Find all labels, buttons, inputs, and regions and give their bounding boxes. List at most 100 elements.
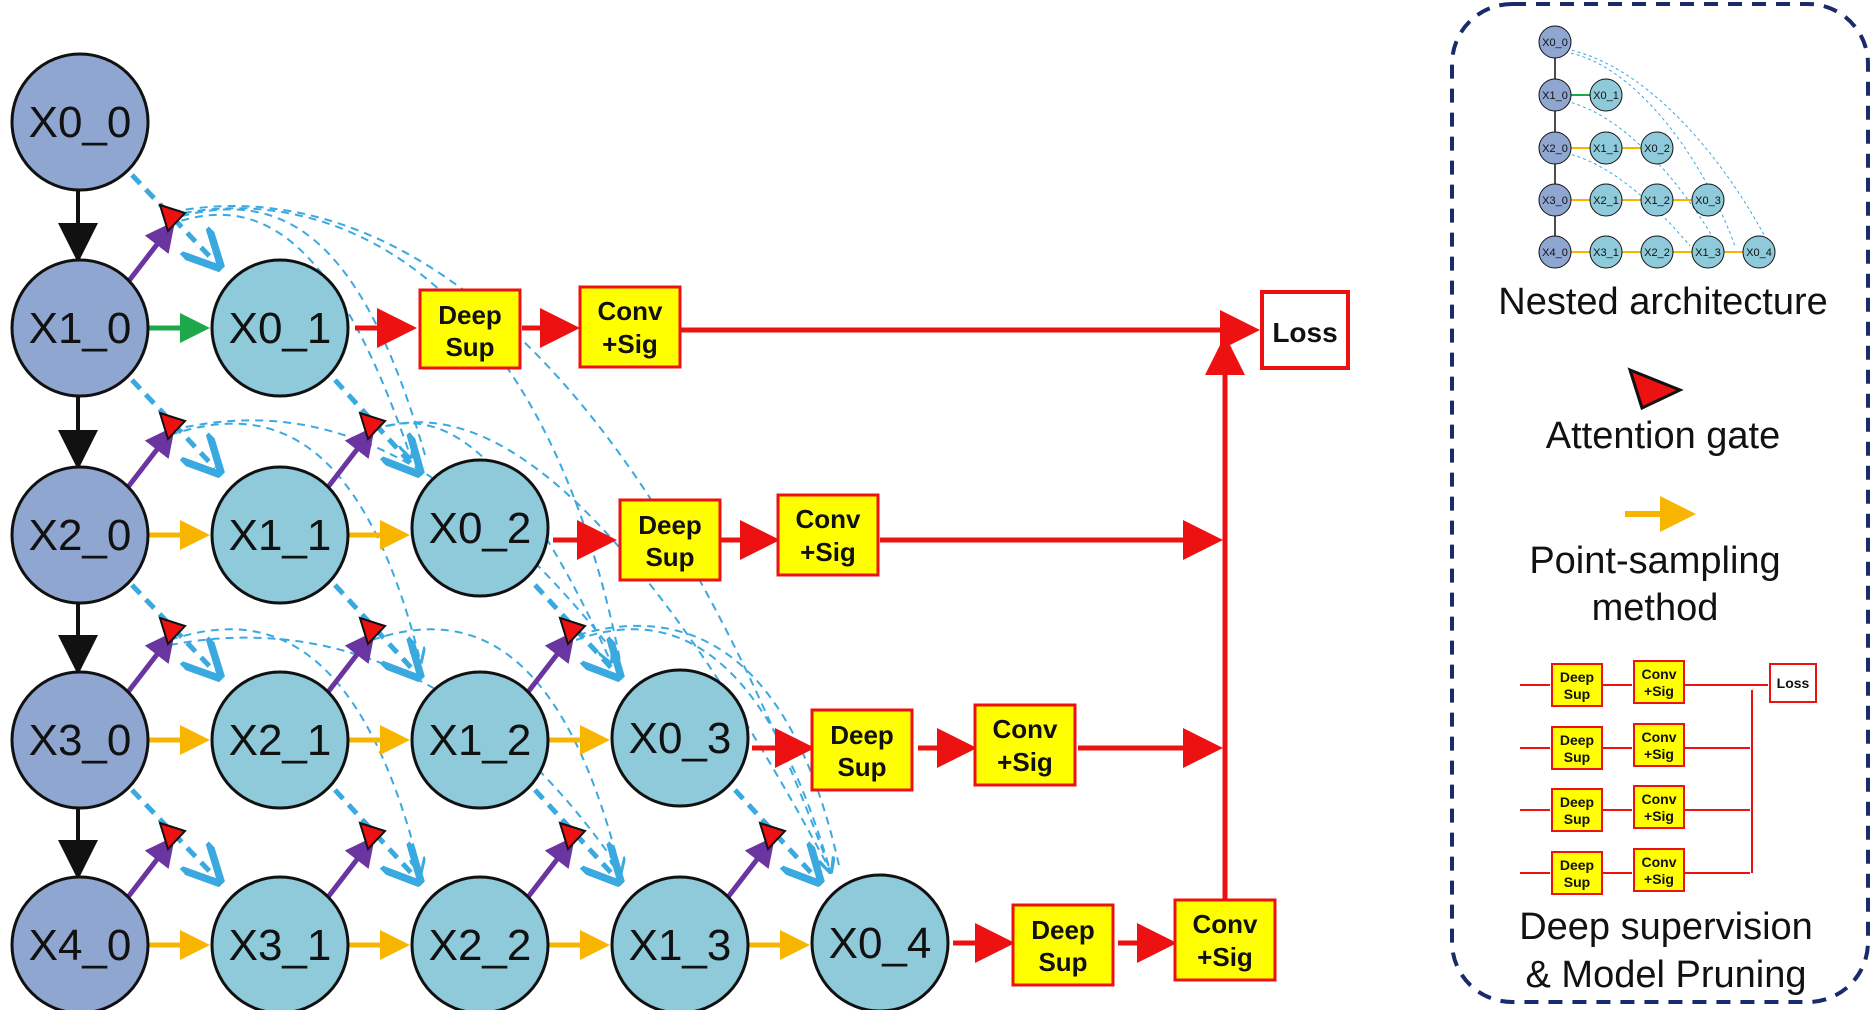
node-labels: X0_0 X1_0 X2_0 X3_0 X4_0 X0_1 X1_1 X2_1 … xyxy=(29,98,932,970)
node-label: X1_0 xyxy=(29,304,132,353)
attention-gate-icon xyxy=(558,821,587,851)
conv-sig-blocks: Conv +Sig Conv +Sig Conv +Sig Conv +Sig xyxy=(578,285,1277,982)
node-x0-3 xyxy=(610,668,750,808)
attention-gate-icon xyxy=(158,821,187,851)
attention-gate-icon xyxy=(558,616,587,646)
legend-panel: X0_0 X1_0 X2_0 X3_0 X4_0 X0_1 X1_1 X2_1 … xyxy=(1450,2,1870,1004)
encoder-nodes xyxy=(10,52,150,1010)
attention-gate-icon xyxy=(158,616,187,646)
attention-gate-icon xyxy=(358,821,387,851)
svg-text:X2_2: X2_2 xyxy=(1644,247,1670,259)
node-x0-0 xyxy=(10,52,150,192)
deep-supervision-arrows xyxy=(355,308,1260,963)
node-label: X2_1 xyxy=(229,716,332,765)
svg-text:X1_1: X1_1 xyxy=(1593,143,1619,155)
legend-mini-deep-supervision xyxy=(1520,684,1768,874)
node-x2-1 xyxy=(210,670,350,810)
attention-gate-legend-icon xyxy=(1627,367,1684,411)
svg-text:X2_0: X2_0 xyxy=(1542,143,1568,155)
svg-text:+Sig: +Sig xyxy=(602,329,658,359)
attention-gate-icon xyxy=(358,411,387,441)
svg-text:Deep: Deep xyxy=(1560,732,1594,748)
svg-text:X0_4: X0_4 xyxy=(1746,247,1772,259)
deep-sup-blocks: Deep Sup Deep Sup Deep Sup Deep Sup xyxy=(418,288,1115,987)
node-label: X0_4 xyxy=(829,919,932,968)
legend-attention-label: Attention gate xyxy=(1546,415,1781,457)
node-x4-0 xyxy=(10,875,150,1010)
svg-text:Conv: Conv xyxy=(796,504,862,534)
node-label: X4_0 xyxy=(29,921,132,970)
svg-text:Sup: Sup xyxy=(445,332,494,362)
node-x1-3 xyxy=(610,875,750,1010)
node-label: X2_0 xyxy=(29,511,132,560)
legend-point-label-1: Point-sampling xyxy=(1529,540,1780,582)
node-x2-2 xyxy=(410,875,550,1010)
svg-text:Sup: Sup xyxy=(1564,811,1590,827)
svg-text:X0_2: X0_2 xyxy=(1644,143,1670,155)
svg-text:Sup: Sup xyxy=(1564,749,1590,765)
svg-text:+Sig: +Sig xyxy=(1644,808,1674,824)
conv-sig-box: Conv +Sig xyxy=(1173,898,1277,982)
attention-gates xyxy=(158,203,787,851)
conv-sig-box: Conv +Sig xyxy=(973,703,1077,787)
svg-text:Conv: Conv xyxy=(1642,854,1677,870)
svg-text:Deep: Deep xyxy=(1560,669,1594,685)
node-label: X0_2 xyxy=(429,504,532,553)
svg-text:Sup: Sup xyxy=(1564,686,1590,702)
node-label: X0_0 xyxy=(29,98,132,147)
node-label: X0_3 xyxy=(629,714,732,763)
attention-gate-icon xyxy=(758,821,787,851)
legend-mini-architecture: X0_0 X1_0 X2_0 X3_0 X4_0 X0_1 X1_1 X2_1 … xyxy=(1538,25,1776,269)
svg-text:X1_2: X1_2 xyxy=(1644,195,1670,207)
legend-mini-boxes: Deep Sup Conv +Sig Deep Sup Conv +Sig De… xyxy=(1551,660,1817,895)
conv-sig-box: Conv +Sig xyxy=(578,285,682,369)
deep-sup-box: Deep Sup xyxy=(1011,903,1115,987)
node-label: X3_0 xyxy=(29,716,132,765)
svg-text:Deep: Deep xyxy=(1560,857,1594,873)
attention-gate-icon xyxy=(158,203,187,233)
node-label: X2_2 xyxy=(429,921,532,970)
svg-text:+Sig: +Sig xyxy=(1644,871,1674,887)
deep-sup-box: Deep Sup xyxy=(618,498,722,582)
svg-text:Sup: Sup xyxy=(645,542,694,572)
svg-text:Conv: Conv xyxy=(598,296,664,326)
svg-text:Sup: Sup xyxy=(1038,947,1087,977)
node-label: X1_1 xyxy=(229,511,332,560)
node-x0-1 xyxy=(210,258,350,398)
svg-text:X3_1: X3_1 xyxy=(1593,247,1619,259)
deep-sup-box: Deep Sup xyxy=(418,288,522,370)
loss-block: Loss xyxy=(1260,290,1350,370)
legend-deep-label-1: Deep supervision xyxy=(1519,906,1813,948)
svg-text:X2_1: X2_1 xyxy=(1593,195,1619,207)
svg-text:Conv: Conv xyxy=(1193,909,1259,939)
legend-point-label-2: method xyxy=(1592,587,1719,629)
svg-text:X0_3: X0_3 xyxy=(1695,195,1721,207)
svg-text:Sup: Sup xyxy=(837,752,886,782)
svg-text:X0_0: X0_0 xyxy=(1542,37,1568,49)
svg-text:Deep: Deep xyxy=(1031,915,1095,945)
svg-text:+Sig: +Sig xyxy=(1197,942,1253,972)
svg-text:Sup: Sup xyxy=(1564,874,1590,890)
node-x2-0 xyxy=(10,465,150,605)
svg-text:X1_3: X1_3 xyxy=(1695,247,1721,259)
legend-nested-label: Nested architecture xyxy=(1498,281,1828,323)
svg-text:Conv: Conv xyxy=(1642,791,1677,807)
svg-text:Deep: Deep xyxy=(1560,794,1594,810)
svg-text:X1_0: X1_0 xyxy=(1542,90,1568,102)
svg-text:Loss: Loss xyxy=(1272,317,1337,348)
svg-text:X3_0: X3_0 xyxy=(1542,195,1568,207)
conv-sig-box: Conv +Sig xyxy=(776,493,880,577)
svg-text:+Sig: +Sig xyxy=(1644,746,1674,762)
legend-deep-label-2: & Model Pruning xyxy=(1526,954,1807,996)
svg-text:Deep: Deep xyxy=(638,510,702,540)
svg-text:+Sig: +Sig xyxy=(1644,683,1674,699)
node-x1-1 xyxy=(210,465,350,605)
deep-sup-box: Deep Sup xyxy=(810,708,914,792)
svg-text:Conv: Conv xyxy=(1642,729,1677,745)
node-x1-2 xyxy=(410,670,550,810)
svg-text:Deep: Deep xyxy=(830,720,894,750)
svg-text:Conv: Conv xyxy=(1642,666,1677,682)
node-label: X1_3 xyxy=(629,921,732,970)
attention-gate-icon xyxy=(158,411,187,441)
